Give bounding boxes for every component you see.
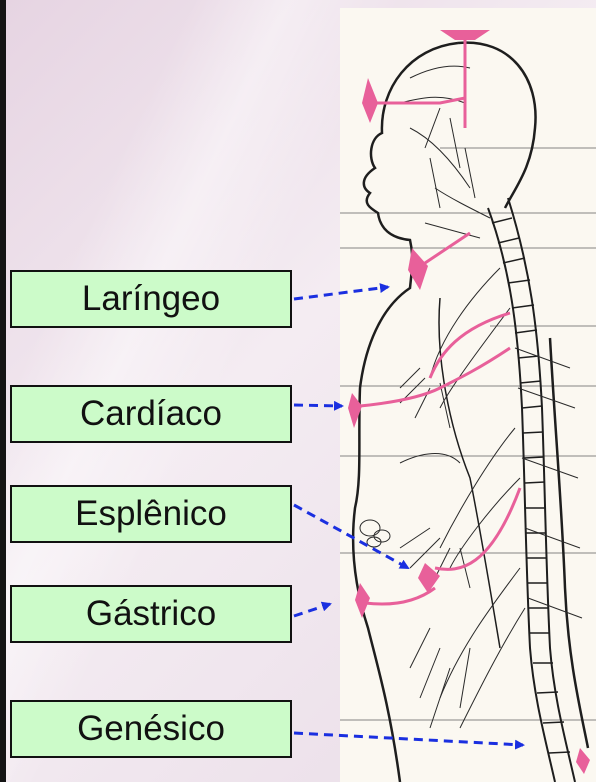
arrow-genesico xyxy=(294,733,523,745)
arrow-gastrico xyxy=(294,604,330,616)
arrow-cardiaco xyxy=(294,405,342,406)
arrow-esplenico xyxy=(294,505,408,568)
arrow-laringeo xyxy=(294,287,388,299)
